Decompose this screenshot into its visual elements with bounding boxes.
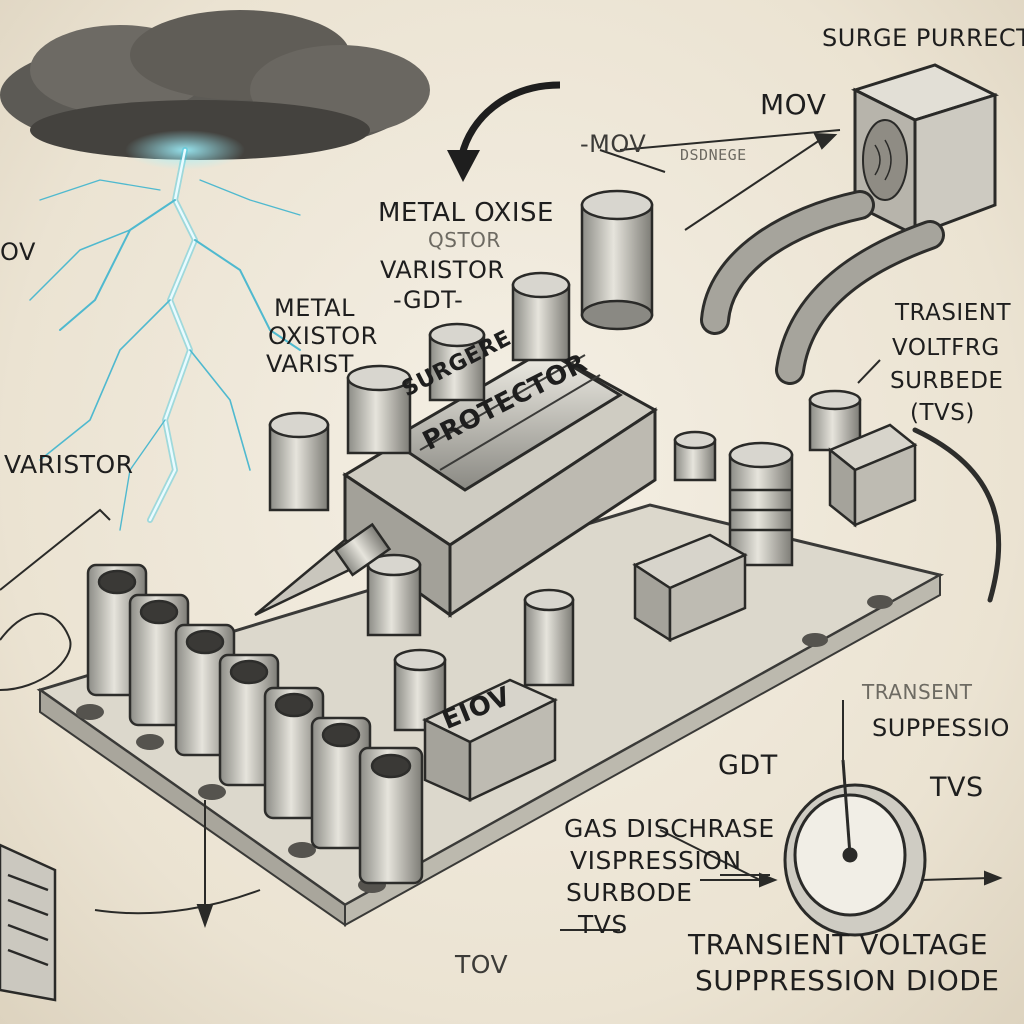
label-gas-1: GAS DISCHRASE [564,814,775,843]
label-gas-2: VISPRESSION [570,846,742,875]
label-ov-left: OV [0,238,36,266]
probe-tool [254,522,392,617]
label-tvsd-2: SUPPRESSION DIODE [695,964,1000,997]
label-tvsd-1: TRANSIENT VOLTAGE [688,928,989,961]
capacitor-6 [366,553,422,637]
cable-bundle [700,190,1002,603]
terminal-block-row [86,563,424,885]
capacitor-8 [673,430,717,482]
label-trasient-2: VOLTFRG [892,335,1000,361]
label-metal-3: VARIST [266,350,354,378]
capacitor-7 [393,648,447,732]
capacitor-4 [346,364,412,455]
varistor-stack [728,441,794,567]
label-tov: TOV [455,950,509,979]
label-mov-top: MOV [760,88,827,121]
label-gas-3: SURBODE [566,878,693,907]
label-trasient-3: SURBEDE [890,368,1004,394]
surge-protector-module [342,348,658,618]
lightning-bolt [29,147,301,531]
gauge-dial [783,700,927,937]
label-trasient-1: TRASIENT [895,300,1012,326]
label-varistor-1: VARISTOR [380,256,505,284]
small-modules [422,423,918,802]
surge-protector-box [851,63,999,238]
label-gas-4: TVS [578,910,628,939]
label-metal-oxise: METAL OXISE [378,198,554,228]
label-metal-2: OXISTOR [268,322,378,350]
wires-and-arrows [0,129,1003,931]
curved-arrow-icon [447,81,561,182]
gdt-tube [523,588,575,687]
component-cylinders [268,189,862,732]
label-gdt-1: -GDT- [393,286,464,314]
label-metal-1: METAL [274,294,355,322]
label-dsdnege: DSDNEGE [680,146,747,164]
capacitor-5 [268,411,330,512]
label-qstor: QSTOR [428,228,501,252]
label-trasient-4: (TVS) [910,400,975,426]
label-varistor-left: VARISTOR [4,450,134,479]
capacitor-3 [428,322,486,402]
side-panel [0,843,57,1002]
capacitor-9 [808,389,862,452]
capacitor-2 [511,271,571,362]
label-mov-dash: -MOV [580,130,647,158]
label-transent: TRANSENT [862,680,973,704]
label-surge-purrect: SURGE PURRECT [822,24,1024,52]
capacitor-1 [580,189,654,331]
label-suppessio: SUPPESSIO [872,714,1010,742]
label-gdt-right: GDT [718,750,778,781]
label-tvs-right: TVS [930,772,984,803]
storm-cloud [0,10,430,170]
